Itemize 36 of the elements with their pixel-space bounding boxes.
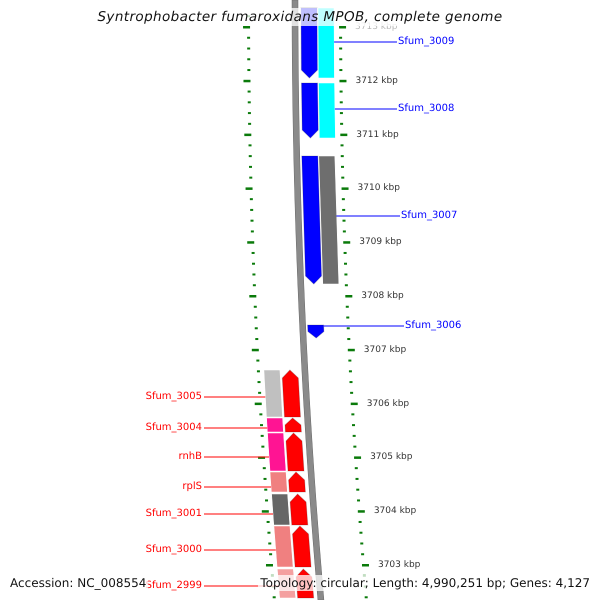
leader-line	[204, 486, 272, 488]
gene-block	[264, 369, 302, 418]
gene-block	[301, 156, 340, 285]
scale-label: 3704 kbp	[374, 506, 416, 518]
scale-label: 3703 kbp	[378, 560, 420, 571]
scale-label: 3710 kbp	[358, 183, 400, 194]
gene-label: rplS	[182, 480, 202, 493]
gene-block	[307, 324, 324, 339]
scale-label: 3705 kbp	[370, 452, 412, 464]
gene-block	[301, 82, 336, 139]
gene-label: Sfum_3000	[146, 543, 202, 556]
gene-label: rnhB	[178, 450, 202, 463]
leader-line	[204, 456, 270, 458]
scale-label: 3706 kbp	[366, 398, 410, 410]
leader-line	[204, 396, 266, 398]
scale-label: 3707 kbp	[364, 344, 406, 356]
scale-label: 3709 kbp	[359, 237, 402, 248]
gene-block	[267, 432, 305, 472]
gene-label: Sfum_3007	[401, 209, 458, 222]
scale-label: 3711 kbp	[356, 130, 399, 141]
gene-label: Sfum_3008	[398, 102, 454, 115]
gene-label: Sfum_3004	[146, 421, 202, 434]
scale-label: 3713 kbp	[355, 22, 398, 33]
gene-label: Sfum_3001	[146, 507, 202, 520]
gene-block	[270, 471, 306, 492]
gene-label: Sfum_3006	[405, 319, 462, 332]
gene-block	[271, 493, 308, 526]
gene-label: Sfum_2999	[146, 579, 202, 592]
scale-label: 3712 kbp	[355, 76, 398, 87]
gene-label: Sfum_3009	[398, 35, 454, 48]
gene-block	[266, 417, 302, 432]
leader-line	[334, 108, 398, 110]
genome-info: Topology: circular; Length: 4,990,251 bp; Genes: 4,127	[258, 575, 592, 591]
gene-block	[274, 525, 312, 568]
scale-label: 3708 kbp	[361, 291, 404, 302]
gene-label: Sfum_3005	[146, 390, 202, 403]
